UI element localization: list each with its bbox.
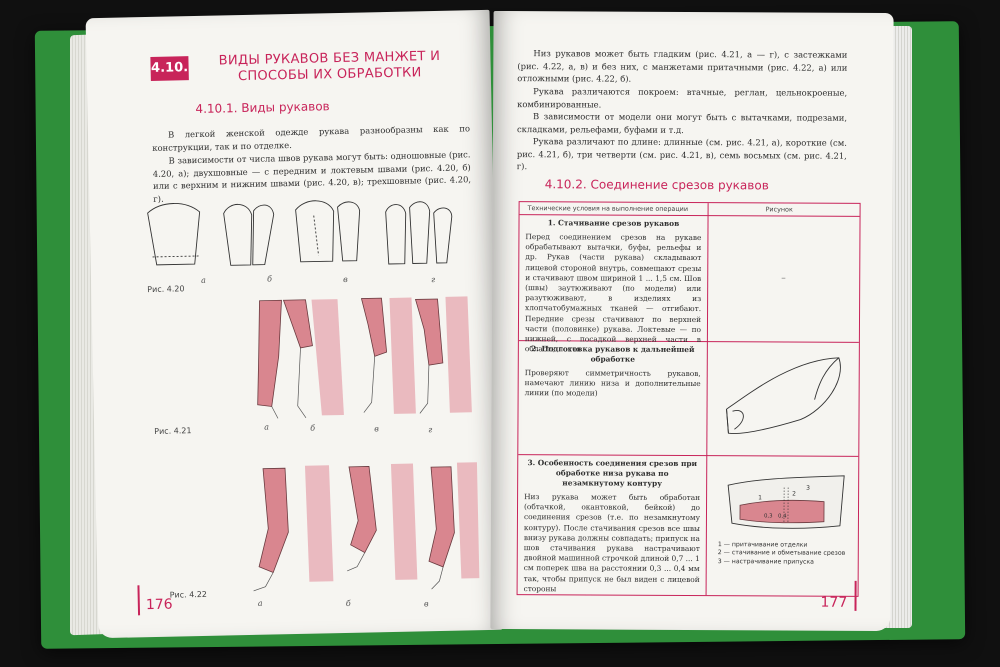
paragraph: Рукава различаются покроем: втачные, рег… [517,86,848,110]
table-row-divider [518,454,859,457]
operations-table: Технические условия на выполнение операц… [516,201,861,597]
table-header: Технические условия на выполнение операц… [519,202,860,217]
figure-4-21-label: Рис. 4.21 [154,426,192,436]
table-column-divider [705,203,709,596]
left-page: 4.10. ВИДЫ РУКАВОВ БЕЗ МАНЖЕТ И СПОСОБЫ … [85,9,503,639]
table-row-text: Перед соединением срезов на рукаве обраб… [524,232,702,354]
figure-letter: г [431,275,436,285]
table-row-title: 3. Особенность соединения срезов при обр… [527,458,698,488]
paragraph: Низ рукавов может быть гладким (рис. 4.2… [517,48,848,84]
table-header-left: Технические условия на выполнение операц… [527,204,689,213]
dim-label: 2 [792,491,796,498]
figure-letter: г [428,425,433,435]
figure-4-20-label: Рис. 4.20 [147,284,185,295]
figure-letter: б [310,423,316,433]
figure-letter: в [423,599,429,609]
page-number-bar [854,580,857,611]
right-page: Низ рукавов может быть гладким (рис. 4.2… [490,10,894,632]
figure-letter: в [374,424,379,434]
sleeve-outline-drawing [726,357,841,434]
figure-4-21-sleeves [257,296,472,419]
section-number-badge: 4.10. [150,56,189,81]
figure-4-22-sleeves [253,462,480,592]
table-row-title: 2. Подготовка рукавов к дальнейшей обраб… [531,344,695,364]
page-number-right: 177 [820,594,848,611]
legend-item: 3 — настрачивание припуска [717,557,814,566]
figure-letter: а [264,422,270,432]
paragraph: В зависимости от модели они могут быть с… [516,111,848,135]
table-header-right: Рисунок [765,205,793,214]
figure-letter: в [342,274,348,284]
figure-4-20-sleeve-patterns [147,200,453,266]
paragraph: Рукава различают по длине: длинные (см. … [516,136,847,172]
figure-letter: а [257,598,263,608]
sleeve-hem-drawing: 1 2 3 0,3 0,4 [727,475,845,529]
section-title: ВИДЫ РУКАВОВ БЕЗ МАНЖЕТ И СПОСОБЫ ИХ ОБР… [218,48,441,85]
dim-label: 1 [758,494,762,501]
page-number-left: 176 [145,596,173,614]
figure-legend: 1 — притачивание отделки 2 — стачивание … [718,541,846,567]
table-row-text: Проверяют симметричность рукавов, намеча… [524,368,701,398]
subsection-title: 4.10.2. Соединение срезов рукавов [544,177,769,193]
table-figure-placeholder: – [781,273,786,284]
dim-label: 0,4 [778,513,787,519]
page-number-bar [137,585,141,616]
table-row-title: 1. Стачивание срезов рукавов [547,218,680,228]
figure-letter: б [266,274,273,284]
table-row-text: Низ рукава может быть обработан (обтачко… [523,492,701,594]
subsection-title: 4.10.1. Виды рукавов [195,99,330,117]
figure-letter: б [345,598,351,608]
figure-letter: а [200,275,206,285]
dim-label: 0,3 [764,513,773,519]
figure-4-22-label: Рис. 4.22 [169,589,208,600]
dim-label: 3 [806,485,810,492]
